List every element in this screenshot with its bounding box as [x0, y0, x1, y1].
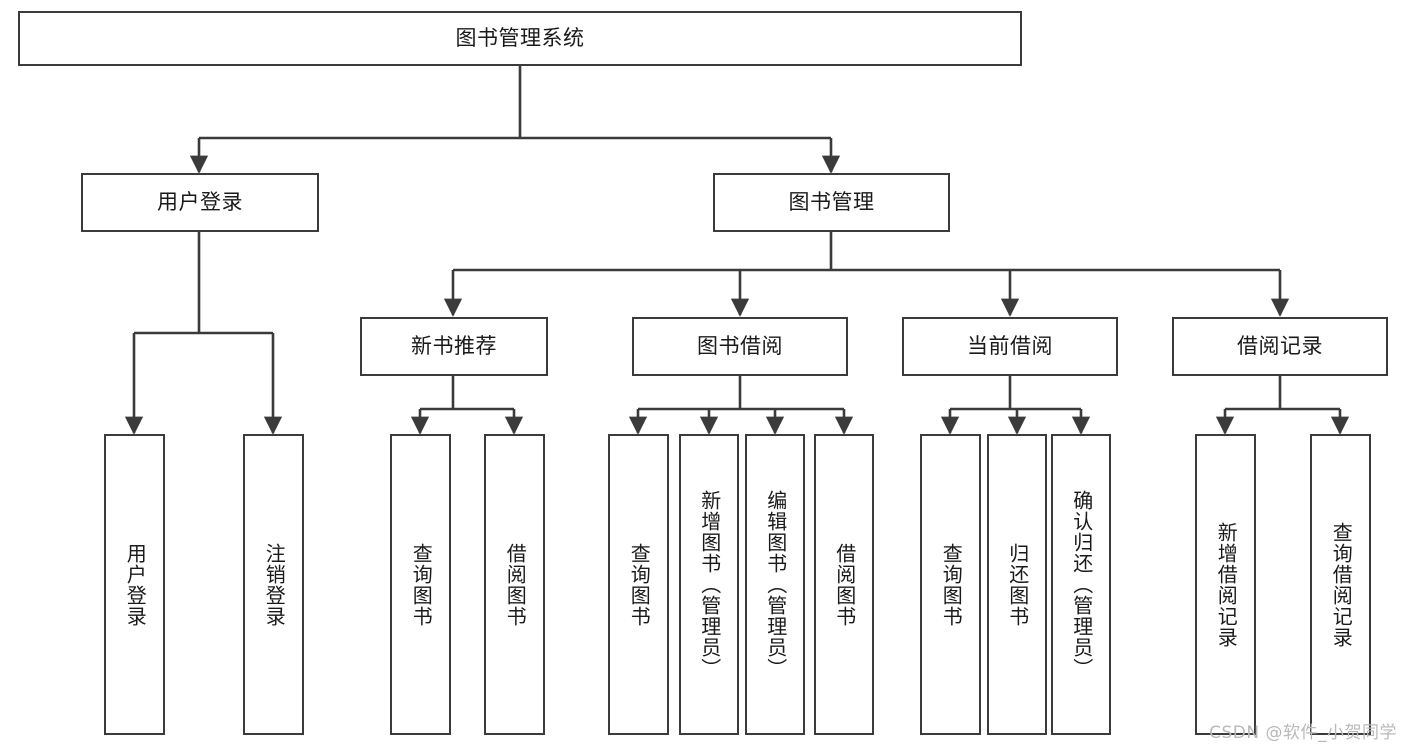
node-leaf-user-login-label: 用户登录 [123, 542, 148, 627]
node-leaf-query-record-label: 查询借阅记录 [1329, 521, 1354, 648]
node-leaf-confirm-return[interactable]: 确认归还（管理员） [1051, 434, 1111, 735]
node-leaf-query-book-2-label: 查询图书 [627, 542, 652, 627]
node-leaf-edit-book-label: 编辑图书（管理员） [763, 490, 788, 679]
node-leaf-query-record[interactable]: 查询借阅记录 [1310, 434, 1371, 735]
node-book-manage-label: 图书管理 [788, 190, 875, 215]
node-leaf-add-record[interactable]: 新增借阅记录 [1195, 434, 1256, 735]
node-leaf-query-book-1-label: 查询图书 [409, 542, 434, 627]
node-leaf-edit-book[interactable]: 编辑图书（管理员） [745, 434, 805, 735]
node-leaf-logout-label: 注销登录 [262, 542, 287, 627]
node-leaf-query-book-3[interactable]: 查询图书 [920, 434, 981, 735]
node-root[interactable]: 图书管理系统 [18, 11, 1022, 66]
node-root-label: 图书管理系统 [455, 26, 585, 51]
node-leaf-borrow-book-1-label: 借阅图书 [503, 542, 528, 627]
node-leaf-user-login[interactable]: 用户登录 [104, 434, 165, 735]
node-leaf-borrow-book-1[interactable]: 借阅图书 [484, 434, 545, 735]
node-new-book-recommend-label: 新书推荐 [411, 334, 497, 359]
node-new-book-recommend[interactable]: 新书推荐 [360, 317, 548, 376]
node-leaf-borrow-book-2-label: 借阅图书 [832, 542, 857, 627]
node-leaf-return-book-label: 归还图书 [1005, 542, 1030, 627]
node-leaf-add-book[interactable]: 新增图书（管理员） [679, 434, 739, 735]
node-book-borrow[interactable]: 图书借阅 [632, 317, 848, 376]
node-current-borrow-label: 当前借阅 [967, 334, 1053, 359]
node-book-borrow-label: 图书借阅 [697, 334, 783, 359]
node-leaf-confirm-return-label: 确认归还（管理员） [1069, 490, 1094, 679]
node-leaf-borrow-book-2[interactable]: 借阅图书 [814, 434, 874, 735]
node-leaf-add-book-label: 新增图书（管理员） [697, 490, 722, 679]
watermark: CSDN @软件_小贺同学 [1209, 723, 1397, 743]
node-book-manage[interactable]: 图书管理 [713, 173, 950, 232]
node-borrow-record-label: 借阅记录 [1237, 334, 1323, 359]
node-leaf-logout[interactable]: 注销登录 [243, 434, 304, 735]
node-leaf-return-book[interactable]: 归还图书 [987, 434, 1047, 735]
node-leaf-query-book-3-label: 查询图书 [939, 542, 964, 627]
node-borrow-record[interactable]: 借阅记录 [1172, 317, 1388, 376]
node-user-login-label: 用户登录 [157, 190, 243, 215]
node-leaf-query-book-2[interactable]: 查询图书 [608, 434, 669, 735]
node-user-login[interactable]: 用户登录 [81, 173, 319, 232]
node-leaf-add-record-label: 新增借阅记录 [1214, 521, 1239, 648]
node-current-borrow[interactable]: 当前借阅 [902, 317, 1118, 376]
node-leaf-query-book-1[interactable]: 查询图书 [390, 434, 451, 735]
